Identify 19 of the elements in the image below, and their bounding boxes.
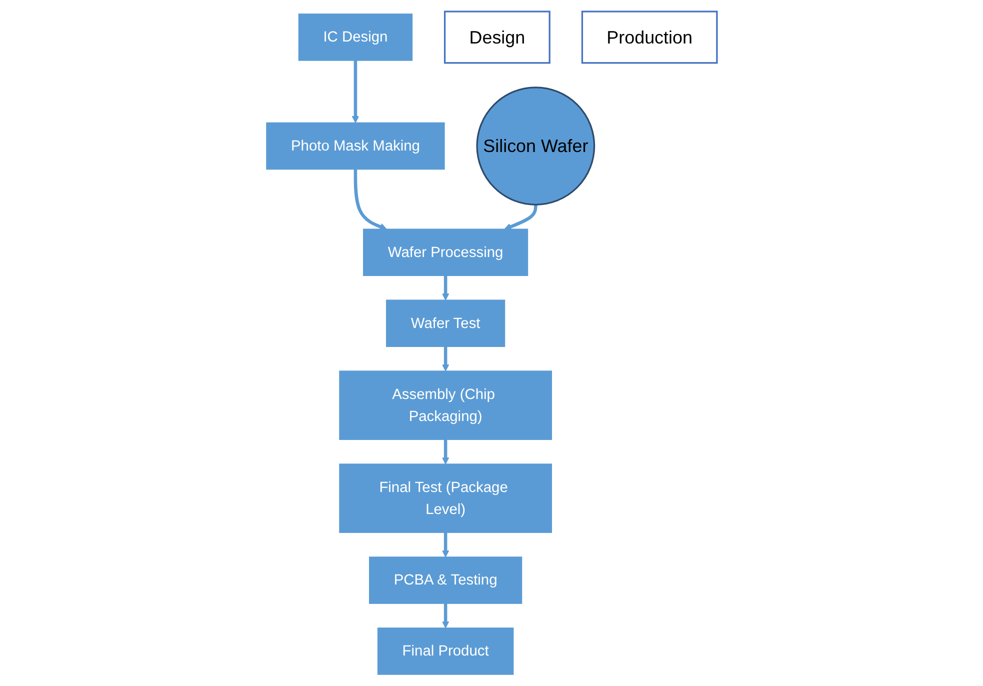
node-circle: Silicon Wafer <box>476 86 595 206</box>
node-box: PCBA & Testing <box>368 556 522 604</box>
arrow <box>442 532 449 558</box>
arrow <box>352 60 359 124</box>
arrow <box>354 169 387 230</box>
node-box: IC Design <box>298 14 412 61</box>
arrow <box>442 440 449 464</box>
node-box: Final Test (Package Level) <box>338 464 552 533</box>
arrow <box>442 604 449 628</box>
node-box: Design <box>444 10 550 64</box>
node-box: Final Product <box>377 628 514 675</box>
node-box: Wafer Processing <box>362 228 528 276</box>
arrow <box>442 346 449 372</box>
node-box: Production <box>581 10 718 64</box>
arrow <box>504 204 538 230</box>
node-box: Assembly (Chip Packaging) <box>338 370 552 440</box>
node-box: Photo Mask Making <box>266 122 445 170</box>
node-box: Wafer Test <box>386 300 505 347</box>
arrow <box>442 276 449 300</box>
